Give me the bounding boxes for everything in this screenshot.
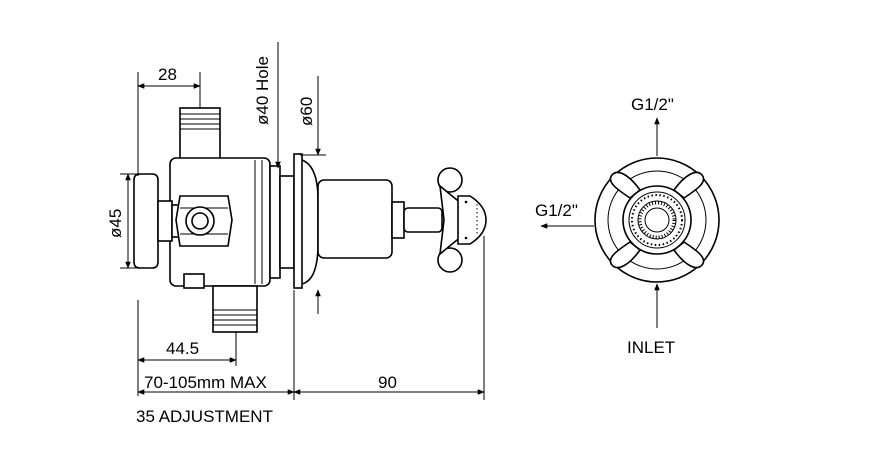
bottom-threaded-stem — [212, 285, 258, 333]
dim-projection: 90 — [293, 236, 485, 400]
outlet-top-arrow: G1/2" — [631, 95, 674, 156]
dim-flange-label: ø60 — [297, 97, 316, 126]
inlet-arrow: INLET — [627, 283, 675, 357]
dim-hole-label: ø40 Hole — [253, 56, 272, 125]
outlet-side-arrow: G1/2" — [535, 201, 594, 229]
hex-nut — [175, 195, 233, 247]
bonnet — [317, 179, 443, 259]
flange-stack — [269, 153, 319, 289]
outlet-side-label: G1/2" — [535, 201, 578, 220]
center-hub — [622, 185, 692, 255]
side-view: 28 ø40 Hole ø60 ø45 44.5 — [106, 42, 487, 426]
dim-top-width-label: 28 — [158, 65, 177, 84]
dim-hole: ø40 Hole — [253, 42, 281, 169]
dim-offset-label: 44.5 — [166, 339, 199, 358]
dim-top-width: 28 — [137, 65, 201, 176]
adjustment-note: 35 ADJUSTMENT — [136, 407, 273, 426]
cross-handle-side — [437, 167, 487, 273]
dim-wall: 70-105mm MAX — [137, 290, 295, 400]
dim-knob: ø45 — [106, 173, 142, 269]
front-view: G1/2" G1/2" INLET — [535, 95, 720, 357]
dim-offset: 44.5 — [137, 300, 237, 396]
outlet-top-label: G1/2" — [631, 95, 674, 114]
dim-wall-label: 70-105mm MAX — [144, 373, 267, 392]
dim-flange: ø60 — [297, 76, 326, 314]
top-threaded-stem — [179, 107, 221, 161]
dim-projection-label: 90 — [378, 373, 397, 392]
inlet-label: INLET — [627, 338, 675, 357]
dim-knob-label: ø45 — [106, 209, 125, 238]
